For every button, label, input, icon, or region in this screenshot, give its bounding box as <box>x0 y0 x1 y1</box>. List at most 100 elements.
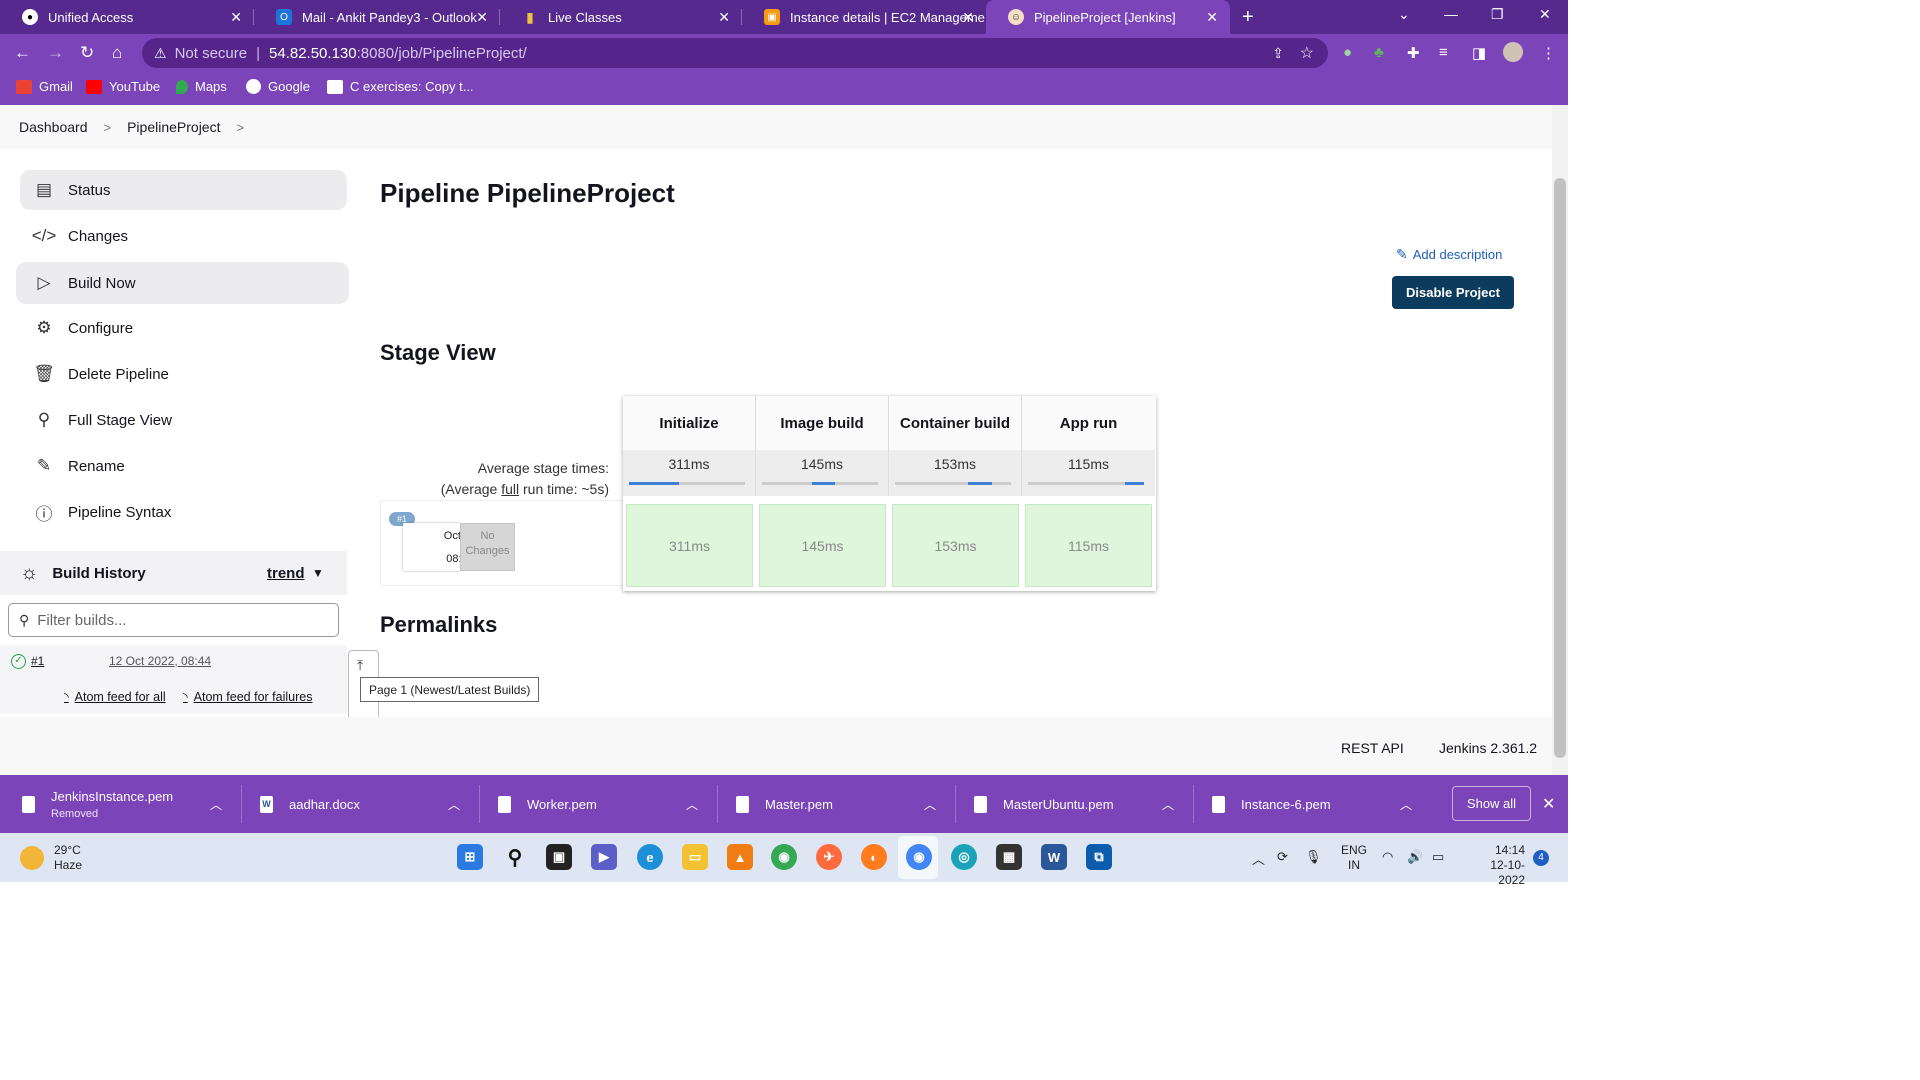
wifi-icon[interactable]: ◠ <box>1382 849 1394 864</box>
search-icon[interactable]: ⚲ <box>507 846 523 869</box>
vscode-icon[interactable]: ⧉ <box>1086 844 1112 870</box>
window-close-icon[interactable]: ✕ <box>1539 6 1551 22</box>
page-first-icon[interactable]: ⤒ <box>357 657 364 673</box>
extension-icon[interactable]: ● <box>1343 44 1353 61</box>
new-tab-icon[interactable]: + <box>1242 6 1254 28</box>
maximize-icon[interactable]: ❐ <box>1491 6 1504 22</box>
volume-icon[interactable]: 🔊 <box>1407 849 1424 864</box>
task-view-icon[interactable]: ▣ <box>546 844 572 870</box>
atom-feed-all-link[interactable]: ◝ Atom feed for all <box>64 690 166 704</box>
side-panel-icon[interactable]: ◨ <box>1472 45 1487 62</box>
chevron-up-icon[interactable]: ︿ <box>1399 797 1412 812</box>
battery-icon[interactable]: ▭ <box>1432 849 1445 864</box>
teams-chat-icon[interactable]: ▶ <box>591 844 617 870</box>
sidebar-item-changes[interactable]: </> Changes <box>20 216 347 256</box>
jenkins-version-link[interactable]: Jenkins 2.361.2 <box>1439 740 1538 756</box>
share-icon[interactable]: ⇪ <box>1272 44 1284 61</box>
mic-muted-icon[interactable]: 🎙 <box>1305 849 1322 864</box>
chevron-up-icon[interactable]: ︿ <box>209 797 222 812</box>
stage-cell-success[interactable]: 311ms <box>626 504 753 587</box>
trend-link[interactable]: trend <box>267 564 305 582</box>
terminal-icon[interactable]: ▦ <box>996 844 1022 870</box>
weather-widget[interactable]: 29°C Haze <box>20 843 82 873</box>
download-item[interactable]: Worker.pem ︿ <box>476 775 716 833</box>
bookmark-gmail[interactable]: Gmail <box>16 79 73 94</box>
stage-cell-success[interactable]: 153ms <box>892 504 1019 587</box>
extensions-puzzle-icon[interactable]: ✚ <box>1407 45 1420 62</box>
edge-icon[interactable]: e <box>637 844 663 870</box>
full-run-link[interactable]: full <box>501 481 520 497</box>
back-icon[interactable]: ← <box>14 43 31 62</box>
sidebar-item-status[interactable]: ▤ Status <box>20 170 347 210</box>
chrome-profile-icon[interactable]: ◉ <box>906 844 932 870</box>
warning-icon[interactable]: ⚠ <box>154 44 167 61</box>
sidebar-item-pipeline-syntax[interactable]: ⓘ Pipeline Syntax <box>20 492 347 532</box>
reload-icon[interactable]: ↻ <box>80 43 95 62</box>
extension-tree-icon[interactable]: ♣ <box>1374 44 1384 61</box>
disable-project-button[interactable]: Disable Project <box>1392 276 1514 309</box>
bookmark-youtube[interactable]: YouTube <box>86 79 160 94</box>
stage-cell-success[interactable]: 145ms <box>759 504 886 587</box>
breadcrumb-pipelineproject[interactable]: PipelineProject <box>127 119 221 135</box>
tab-close-icon[interactable]: ✕ <box>718 8 730 25</box>
browser-tab-active[interactable]: ☺ PipelineProject [Jenkins] ✕ <box>986 0 1230 34</box>
media-control-icon[interactable]: ≡ <box>1439 44 1448 61</box>
sidebar-item-configure[interactable]: ⚙ Configure <box>20 308 347 348</box>
browser-tab[interactable]: O Mail - Ankit Pandey3 - Outlook ✕ <box>254 0 500 34</box>
tab-close-icon[interactable]: ✕ <box>1206 8 1218 25</box>
run-badge[interactable]: #1 <box>389 512 415 526</box>
download-item[interactable]: Instance-6.pem ︿ <box>1190 775 1430 833</box>
close-icon[interactable]: ✕ <box>1542 796 1556 813</box>
sidebar-item-build-now[interactable]: ▷ Build Now <box>16 262 349 304</box>
browser-tab[interactable]: ● Unified Access ✕ <box>0 0 254 34</box>
bookmark-google[interactable]: Google <box>246 79 310 94</box>
build-number-link[interactable]: #1 <box>31 654 45 668</box>
chevron-up-icon[interactable]: ︿ <box>1252 852 1266 867</box>
file-explorer-icon[interactable]: ▭ <box>682 844 708 870</box>
download-item[interactable]: Master.pem ︿ <box>714 775 954 833</box>
sidebar-item-rename[interactable]: ✎ Rename <box>20 446 347 486</box>
sidebar-item-full-stage-view[interactable]: ⚲ Full Stage View <box>20 400 347 440</box>
chevron-up-icon[interactable]: ︿ <box>447 797 460 812</box>
breadcrumb-separator[interactable]: > <box>236 119 245 135</box>
stage-cell-success[interactable]: 115ms <box>1025 504 1152 587</box>
browser-tab[interactable]: ▣ Instance details | EC2 Manageme ✕ <box>742 0 986 34</box>
profile-avatar[interactable] <box>1503 42 1523 62</box>
download-item[interactable]: MasterUbuntu.pem ︿ <box>952 775 1192 833</box>
tab-close-icon[interactable]: ✕ <box>476 8 488 25</box>
run-date-box[interactable]: Oct 12 08:44 <box>403 523 476 571</box>
chevron-up-icon[interactable]: ︿ <box>1161 797 1174 812</box>
vlc-icon[interactable]: ▲ <box>727 844 753 870</box>
forward-icon[interactable]: → <box>47 43 64 62</box>
show-all-downloads-button[interactable]: Show all <box>1452 786 1531 821</box>
tab-search-icon[interactable]: ⌄ <box>1398 6 1410 22</box>
tab-close-icon[interactable]: ✕ <box>962 8 974 25</box>
minimize-icon[interactable]: — <box>1444 6 1458 22</box>
download-item[interactable]: JenkinsInstance.pem Removed ︿ <box>0 775 240 833</box>
atom-feed-failures-link[interactable]: ◝ Atom feed for failures <box>183 690 312 704</box>
breadcrumb-dashboard[interactable]: Dashboard <box>19 119 88 135</box>
add-description-link[interactable]: ✎ Add description <box>1396 246 1502 263</box>
chevron-up-icon[interactable]: ︿ <box>685 797 698 812</box>
app-icon[interactable]: ◎ <box>951 844 977 870</box>
chevron-up-icon[interactable]: ︿ <box>923 797 936 812</box>
page-scrollbar-thumb[interactable] <box>1554 178 1566 758</box>
tab-close-icon[interactable]: ✕ <box>230 8 242 25</box>
download-item[interactable]: W aadhar.docx ︿ <box>238 775 478 833</box>
bookmark-star-icon[interactable]: ☆ <box>1299 45 1314 62</box>
notification-badge[interactable]: 4 <box>1533 850 1549 866</box>
windows-start-icon[interactable]: ⊞ <box>457 844 483 870</box>
bookmark-maps[interactable]: Maps <box>176 79 227 94</box>
build-date-link[interactable]: 12 Oct 2022, 08:44 <box>109 654 212 668</box>
sync-icon[interactable]: ⟳ <box>1277 849 1288 864</box>
chrome-menu-icon[interactable]: ⋮ <box>1541 45 1556 62</box>
firefox-icon[interactable]: ◐ <box>861 844 887 870</box>
language-indicator[interactable]: ENG IN <box>1341 843 1367 873</box>
rest-api-link[interactable]: REST API <box>1341 740 1404 756</box>
chrome-icon[interactable]: ◉ <box>771 844 797 870</box>
postman-icon[interactable]: ✈ <box>816 844 842 870</box>
filter-builds-input[interactable]: ⚲ Filter builds... <box>8 603 339 637</box>
bookmark-c-exercises[interactable]: C exercises: Copy t... <box>327 79 474 94</box>
address-bar[interactable]: ⚠ Not secure | 54.82.50.130:8080/job/Pip… <box>142 38 1328 68</box>
home-icon[interactable]: ⌂ <box>112 43 123 62</box>
